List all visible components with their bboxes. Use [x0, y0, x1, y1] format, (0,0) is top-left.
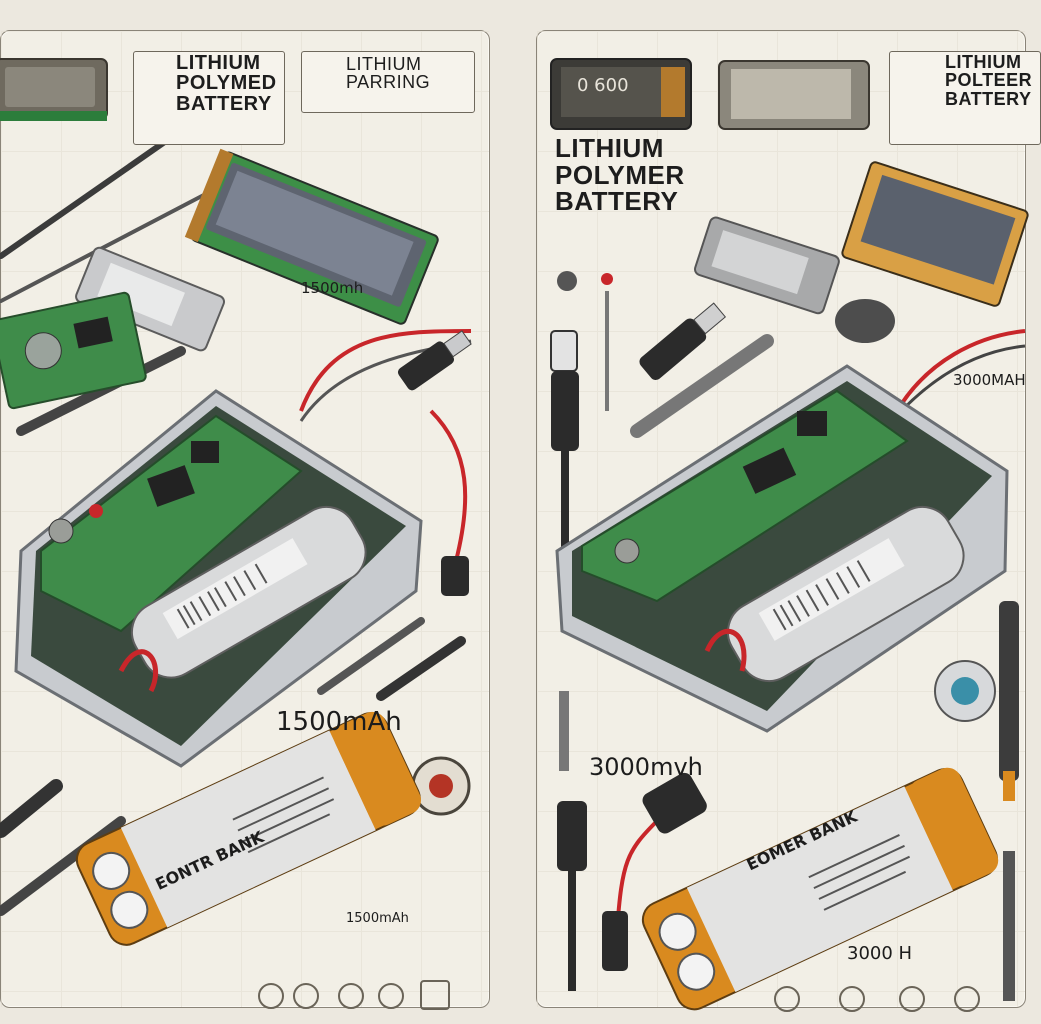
- tag-line: LITHIUM: [346, 54, 422, 74]
- capacity-small-bottom: 1500mAh: [346, 911, 409, 926]
- capacity-small-bottom: 3000 H: [847, 943, 913, 964]
- power-bank-cell: [641, 767, 999, 1011]
- power-bank-case: [14, 389, 423, 768]
- right-illustration: [550, 58, 1029, 1012]
- capacity-small-top: 1500mh: [301, 279, 364, 297]
- tag-line: PARRING: [346, 72, 431, 93]
- pouch-battery: [184, 148, 439, 325]
- corner-title-frame: [889, 51, 1041, 145]
- power-bank-case: [555, 364, 1009, 733]
- capacity-small-top: 3000MAH: [953, 371, 1026, 389]
- title-line: LITHIUM: [555, 133, 664, 163]
- small-battery-module: [0, 58, 108, 121]
- capacity-main: 3000mvh: [589, 753, 703, 781]
- title-line: BATTERY: [945, 88, 1032, 109]
- left-illustration: [0, 58, 472, 1010]
- title-line: LITHIUM: [945, 52, 1022, 72]
- power-bank-cell: [75, 711, 422, 946]
- title-frame: [133, 51, 285, 145]
- capacity-main: 1500mAh: [276, 707, 402, 737]
- module-label: 0 600: [577, 75, 629, 96]
- title-line: BATTERY: [176, 92, 272, 115]
- tag-frame: [301, 51, 475, 113]
- panel-tag: LITHIUM PARRING: [346, 55, 430, 92]
- title-line: POLTEER: [945, 70, 1033, 91]
- title-line: POLYMED: [176, 72, 277, 95]
- title-line: POLYMER: [555, 159, 685, 190]
- title-line: LITHIUM: [176, 52, 261, 74]
- left-panel: LITHIUM POLYMED BATTERY LITHIUM PARRING …: [0, 30, 490, 1010]
- panel-title: LITHIUM POLYMER BATTERY: [555, 135, 685, 215]
- panel-title: LITHIUM POLYMED BATTERY: [176, 52, 277, 115]
- corner-title: LITHIUM POLTEER BATTERY: [945, 53, 1032, 108]
- small-battery-module: [550, 58, 692, 130]
- right-panel: LITHIUM POLYMER BATTERY LITHIUM POLTEER …: [536, 30, 1041, 1012]
- title-line: BATTERY: [555, 186, 679, 217]
